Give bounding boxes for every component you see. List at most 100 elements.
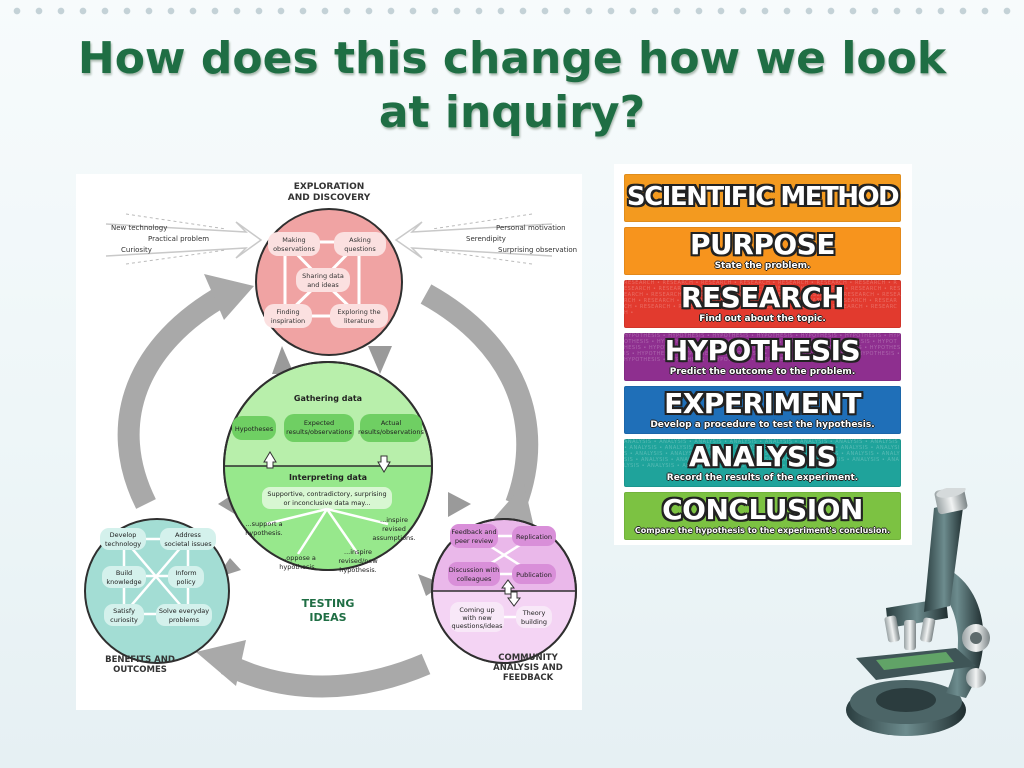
exploration-item-1a: Making [282,236,305,244]
dotted-top-border [0,0,1024,22]
community-1a: Feedback and [451,528,496,536]
community-6a: Theory [522,609,546,617]
gathering-pills [232,414,422,442]
benefit-6b: problems [169,616,200,624]
exploration-item-5b: literature [344,317,374,325]
outcome-inspire-hyp-c: hypothesis. [339,566,376,574]
benefit-2a: Address [175,531,201,539]
benefit-6a: Solve everyday [159,607,209,615]
community-2: Replication [516,533,552,541]
microscope-icon [846,488,990,736]
exploration-item-5a: Exploring the [337,308,380,316]
band-head-research: RESEARCH [680,281,845,314]
community-4: Publication [516,571,552,579]
exploration-item-2a: Asking [349,236,371,244]
community-label-3: FEEDBACK [503,673,554,683]
benefit-3a: Build [116,569,132,577]
input-surprising-observation: Surprising observation [498,246,577,254]
benefit-5a: Satisfy [113,607,135,615]
input-personal-motivation: Personal motivation [496,224,566,232]
benefit-4b: policy [176,578,195,586]
gathering-item-3b: results/observations [358,428,424,436]
input-arrows-right [394,213,553,265]
gathering-item-1: Hypotheses [235,425,274,433]
exploration-item-1b: observations [273,245,315,253]
band-sub-purpose: State the problem. [714,261,811,271]
scientific-method-poster: SCIENTIFIC METHOD PURPOSE State the prob… [614,164,912,545]
arrow-bottom-left [221,653,431,698]
testing-label-2: IDEAS [309,611,346,624]
band-sub-research: Find out about the topic. [699,314,826,324]
outcome-inspire-ass-c: assumptions. [372,534,415,542]
outcome-support-b: hypothesis. [245,529,282,537]
slide-title: How does this change how we look at inqu… [77,33,947,138]
testing-label-1: TESTING [302,597,355,610]
exploration-item-3b: and ideas [307,281,339,289]
band-head-scientific-method: SCIENTIFIC METHOD [626,182,900,212]
benefit-1b: technology [105,540,141,548]
input-practical-problem: Practical problem [148,235,209,243]
input-curiosity: Curiosity [121,246,152,254]
community-5b: with new [462,614,492,622]
input-serendipity: Serendipity [466,235,506,243]
band-experiment: EXPERIMENT Develop a procedure to test t… [624,386,901,434]
cycle-arrowheads [196,274,536,686]
band-bg-text: HYPOTHESIS • HYPOTHESIS • HYPOTHESIS • H… [624,333,901,363]
band-sub-experiment: Develop a procedure to test the hypothes… [650,420,875,430]
input-new-technology: New technology [111,224,167,232]
band-head-hypothesis: HYPOTHESIS [664,334,861,367]
band-purpose: PURPOSE State the problem. [624,227,901,275]
band-head-analysis: ANALYSIS [688,440,837,473]
interpreting-links [265,507,389,555]
community-5a: Coming up [459,606,494,614]
gathering-item-3a: Actual [381,419,402,427]
community-label-1: COMMUNITY [498,653,558,663]
community-swap-arrow [501,579,521,607]
benefit-1a: Develop [110,531,137,539]
gathering-item-2a: Expected [304,419,334,427]
community-5c: questions/ideas [452,622,504,630]
interpreting-text-2: or inconclusive data may... [283,499,370,507]
outcome-oppose-b: hypothesis. [279,563,316,571]
benefit-5b: curiosity [110,616,138,624]
band-head-purpose: PURPOSE [690,228,835,261]
community-1b: peer review [455,537,494,545]
outcome-inspire-ass-b: revised [382,525,406,533]
benefit-3b: knowledge [106,578,141,586]
outcome-inspire-ass-a: ...inspire [380,516,408,524]
benefit-4a: Inform [175,569,196,577]
community-label-2: ANALYSIS AND [493,663,563,673]
benefit-2b: societal issues [164,540,212,548]
community-3a: Discussion with [449,566,499,574]
community-6b: building [521,618,547,626]
exploration-item-4b: inspiration [271,317,305,325]
band-sub-conclusion: Compare the hypothesis to the experiment… [634,526,891,535]
benefits-circle [84,518,230,664]
band-head-conclusion: CONCLUSION [662,493,863,526]
exploration-title-1: EXPLORATION [294,182,365,192]
band-sub-hypothesis: Predict the outcome to the problem. [669,367,856,377]
band-hypothesis: HYPOTHESIS • HYPOTHESIS • HYPOTHESIS • H… [624,333,901,381]
science-cycle-diagram: New technology Practical problem Curiosi… [76,174,582,710]
input-arrows-left [105,213,263,265]
exploration-pills [264,232,388,328]
outcome-inspire-hyp-b: revised/new [338,557,378,565]
gathering-title: Gathering data [294,394,362,403]
exploration-item-3a: Sharing data [302,272,344,280]
exploration-item-2b: questions [344,245,376,253]
benefits-pills [100,528,216,626]
community-lower-pills [450,602,552,632]
band-conclusion: CONCLUSION Compare the hypothesis to the… [624,492,901,540]
outcome-support-a: ...support a [245,520,282,528]
outcome-inspire-hyp-a: ...inspire [344,548,372,556]
community-pills [448,524,556,586]
exploration-title-2: AND DISCOVERY [288,193,371,203]
benefits-label-1: BENEFITS AND [105,655,175,665]
gathering-item-2b: results/observations [286,428,352,436]
cycle-arrows [117,284,539,698]
community-3b: colleagues [457,575,492,583]
interpreting-title: Interpreting data [289,473,367,482]
interpreting-text-1: Supportive, contradictory, surprising [267,490,386,498]
arrow-left-up [117,284,232,509]
outcome-oppose-a: ...oppose a [280,554,316,562]
